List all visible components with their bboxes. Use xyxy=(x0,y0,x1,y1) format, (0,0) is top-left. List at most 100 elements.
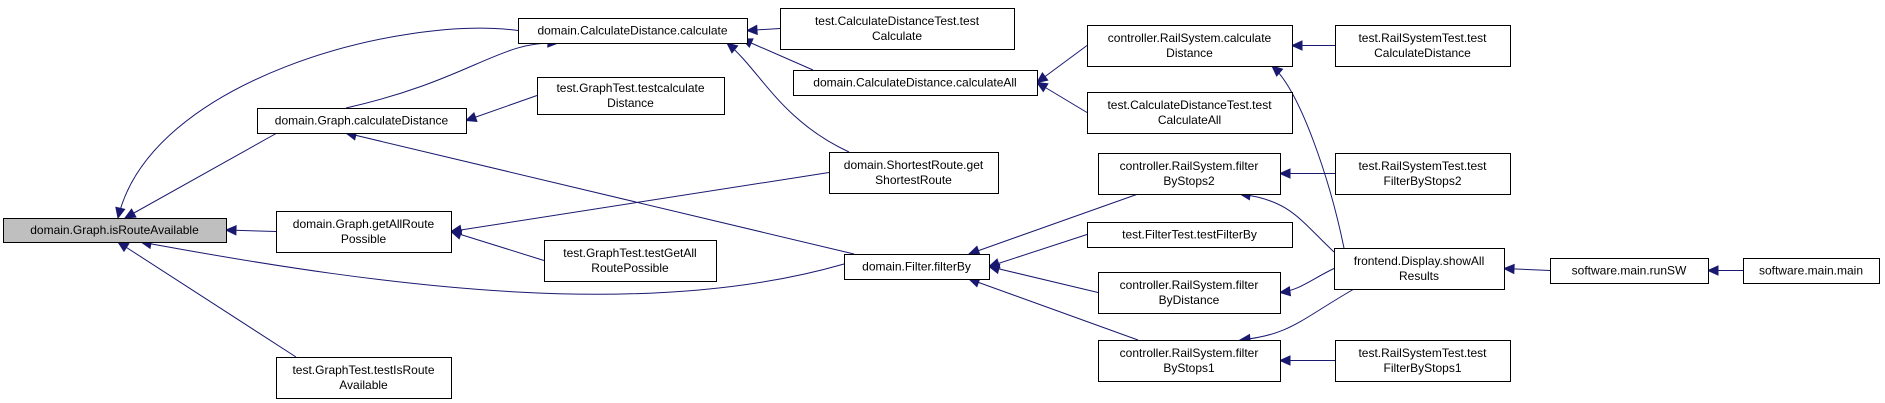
node-rs-calcdist[interactable]: controller.RailSystem.calculateDistance xyxy=(1087,25,1293,67)
node-cd-calcall[interactable]: domain.CalculateDistance.calculateAll xyxy=(793,70,1038,96)
edges-layer xyxy=(115,24,1743,366)
arrowhead-rs_fbd-to-filter_by xyxy=(987,263,1001,275)
arrowhead-graph_cd-to-root xyxy=(123,208,137,219)
node-label-line: test.GraphTest.testIsRoute xyxy=(292,363,434,377)
node-label-line: domain.ShortestRoute.get xyxy=(844,158,984,172)
arrowhead-run_sw-to-display xyxy=(1502,263,1515,275)
nodes-layer: domain.Graph.isRouteAvailable domain.Calc… xyxy=(3,8,1880,399)
node-rst-calcdist[interactable]: test.RailSystemTest.testCalculateDistanc… xyxy=(1335,25,1511,67)
edge-gt_isroute-to-root xyxy=(117,241,297,358)
node-label-line: Distance xyxy=(1166,46,1213,60)
node-box xyxy=(1335,153,1511,195)
edge-graph_cd-to-cd_calc xyxy=(345,42,559,109)
arrowhead-cdt_calcall-to-cd_calcall xyxy=(1035,81,1049,93)
node-box xyxy=(518,18,748,44)
edge-rs_fbd-to-filter_by xyxy=(988,266,1099,293)
node-box xyxy=(793,70,1038,96)
edge-sr_get-to-graph_gar xyxy=(450,172,830,232)
node-label-line: test.CalculateDistanceTest.test xyxy=(1107,98,1272,112)
node-box xyxy=(1087,25,1293,67)
node-label-line: ByStops1 xyxy=(1163,361,1215,375)
arrowhead-display-to-rs_calcdist xyxy=(1271,65,1284,77)
arrowhead-rst_fbs1-to-rs_fbs1 xyxy=(1278,355,1291,366)
arrowhead-rs_fbs2-to-filter_by xyxy=(967,245,981,256)
edge-cd_calcall-to-cd_calc xyxy=(741,38,814,71)
edge-sr_get-to-cd_calc xyxy=(726,42,850,153)
edge-gt_calcdist-to-graph_cd xyxy=(465,95,538,121)
node-box xyxy=(780,8,1015,50)
node-label-line: CalculateAll xyxy=(1158,113,1221,127)
arrowhead-main_main-to-run_sw xyxy=(1706,265,1719,276)
node-label-line: domain.Graph.calculateDistance xyxy=(275,114,449,128)
node-graph-cd[interactable]: domain.Graph.calculateDistance xyxy=(257,108,467,134)
node-cd-calc[interactable]: domain.CalculateDistance.calculate xyxy=(518,18,748,44)
node-box xyxy=(257,108,467,134)
node-cdt-calcall[interactable]: test.CalculateDistanceTest.testCalculate… xyxy=(1087,92,1293,134)
node-main-main[interactable]: software.main.main xyxy=(1743,258,1880,284)
node-run-sw[interactable]: software.main.runSW xyxy=(1550,258,1709,284)
node-filter-by[interactable]: domain.Filter.filterBy xyxy=(844,254,990,280)
node-box xyxy=(1550,258,1709,284)
node-label-line: ByDistance xyxy=(1159,293,1220,307)
node-label-line: Possible xyxy=(341,232,387,246)
node-box xyxy=(1098,340,1281,382)
node-label-line: software.main.runSW xyxy=(1572,264,1687,278)
node-label-line: frontend.Display.showAll xyxy=(1354,254,1485,268)
node-box xyxy=(3,218,227,243)
arrowhead-rs_calcdist-to-cd_calcall xyxy=(1036,72,1049,84)
node-label-line: test.RailSystemTest.test xyxy=(1358,31,1487,45)
node-label-line: test.CalculateDistanceTest.test xyxy=(815,14,980,28)
edge-filter_by-to-graph_cd xyxy=(345,132,855,255)
node-label-line: FilterByStops1 xyxy=(1383,361,1461,375)
edge-rs_fbs2-to-filter_by xyxy=(968,193,1139,255)
node-label-line: CalculateDistance xyxy=(1374,46,1471,60)
node-ft-filterby[interactable]: test.FilterTest.testFilterBy xyxy=(1087,222,1293,248)
edge-display-to-rs_calcdist xyxy=(1271,65,1345,249)
arrowhead-rst_calcdist-to-rs_calcdist xyxy=(1290,40,1303,51)
node-label-line: domain.Filter.filterBy xyxy=(862,260,971,274)
node-label-line: Calculate xyxy=(872,29,922,43)
edge-gt_getall-to-graph_gar xyxy=(450,231,545,261)
node-box xyxy=(829,152,999,194)
node-label-line: software.main.main xyxy=(1759,264,1863,278)
node-label-line: Distance xyxy=(607,96,654,110)
node-label-line: controller.RailSystem.calculate xyxy=(1108,31,1272,45)
node-label-line: FilterByStops2 xyxy=(1383,174,1461,188)
node-box xyxy=(844,254,990,280)
node-box xyxy=(1335,340,1511,382)
node-box xyxy=(544,240,717,282)
edge-display-to-rs_fbs1 xyxy=(1239,288,1355,341)
node-label-line: ShortestRoute xyxy=(875,173,952,187)
node-box xyxy=(276,357,452,399)
node-box xyxy=(1098,153,1281,195)
node-label-line: test.RailSystemTest.test xyxy=(1358,346,1487,360)
node-label-line: domain.CalculateDistance.calculate xyxy=(537,24,727,38)
arrowhead-rst_fbs2-to-rs_fbs2 xyxy=(1278,168,1291,179)
arrowhead-gt_calcdist-to-graph_cd xyxy=(464,112,478,122)
node-box xyxy=(1087,222,1293,248)
node-label-line: test.RailSystemTest.test xyxy=(1358,159,1487,173)
edge-rs_fbs1-to-filter_by xyxy=(968,278,1139,341)
arrowhead-gt_isroute-to-root xyxy=(116,241,130,253)
node-box xyxy=(537,77,725,115)
node-label-line: test.GraphTest.testcalculate xyxy=(556,81,704,95)
arrowhead-gt_getall-to-graph_gar xyxy=(449,229,463,240)
node-root[interactable]: domain.Graph.isRouteAvailable xyxy=(3,218,227,243)
node-box xyxy=(1098,272,1281,314)
node-label-line: domain.Graph.getAllRoute xyxy=(293,217,435,231)
node-label-line: ByStops2 xyxy=(1163,174,1215,188)
node-label-line: test.GraphTest.testGetAll xyxy=(563,246,696,260)
